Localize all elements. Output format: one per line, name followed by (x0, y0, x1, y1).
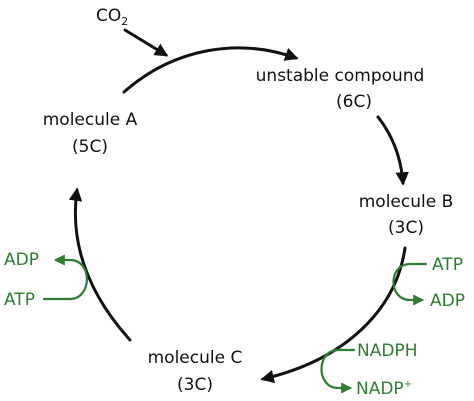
nadp-plus-label: NADP+ (356, 379, 412, 399)
arrow-b-to-c (260, 246, 407, 384)
molecule-c-name: molecule C (148, 348, 243, 368)
arrow-unstable-to-b (376, 115, 409, 186)
left-atp-label: ATP (4, 290, 35, 310)
co2-label: CO2 (96, 6, 128, 28)
molecule-c-carbons: (3C) (177, 375, 213, 395)
co2-input-arrow (123, 28, 169, 57)
right-atp-label: ATP (432, 255, 463, 275)
nadph-to-nadp-curl (320, 348, 356, 394)
left-atp-to-adp-curl (42, 254, 88, 301)
arrow-a-to-unstable (122, 46, 299, 94)
nadph-label: NADPH (357, 341, 417, 361)
left-adp-label: ADP (4, 250, 39, 270)
arrow-c-to-a (68, 187, 132, 342)
molecule-a-carbons: (5C) (72, 137, 108, 157)
molecule-a-name: molecule A (43, 110, 138, 130)
molecule-b-carbons: (3C) (388, 218, 424, 238)
right-adp-label: ADP (430, 291, 465, 311)
unstable-compound-name: unstable compound (256, 66, 425, 86)
unstable-compound-carbons: (6C) (336, 92, 372, 112)
molecule-b-name: molecule B (359, 192, 454, 212)
right-atp-to-adp-curl (392, 262, 428, 306)
